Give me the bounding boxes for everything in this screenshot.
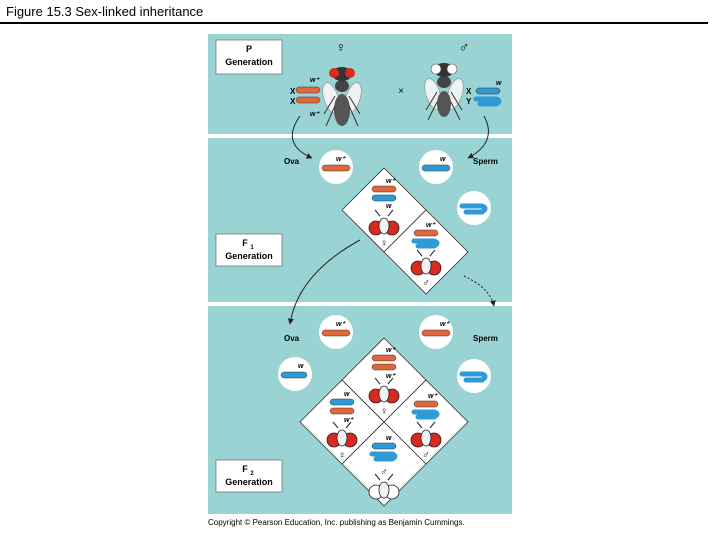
f1-female-symbol: ♀ [380, 238, 388, 249]
f1-generation-label: F 1 Generation [215, 233, 283, 267]
f2-top-allele-1: w⁺ [386, 347, 396, 354]
f2-sperm-label: Sperm [473, 334, 498, 343]
p-to-sperm-arrow [467, 115, 489, 159]
p-male-fly-icon [424, 63, 464, 121]
female-symbol: ♀ [336, 39, 347, 55]
f1-sperm-allele: w [440, 156, 446, 163]
copyright-notice: Copyright © Pearson Education, Inc. publ… [208, 518, 465, 527]
f1-sperm-label: Sperm [473, 157, 498, 166]
f1-to-sperm-arrow [463, 275, 496, 307]
f1-ova-gamete: w⁺ [319, 150, 353, 184]
p-female-fly-icon [322, 67, 362, 127]
f2-ova-allele-top: w⁺ [336, 321, 346, 328]
f1-ova-allele: w⁺ [336, 156, 346, 163]
f1-to-ova-arrow [287, 239, 361, 325]
f1-female-allele-top: w⁺ [386, 178, 396, 185]
f1-punnett-male-cell [383, 209, 469, 295]
f2-left-symbol: ♀ [338, 450, 346, 461]
f2-sperm-gamete-y [457, 359, 491, 393]
male-y-chromosome [473, 96, 502, 107]
f2-ova-label: Ova [284, 334, 300, 343]
f1-ova-label: Ova [284, 157, 300, 166]
f2-label-letter: F [242, 464, 248, 474]
f2-top-symbol: ♀ [380, 406, 388, 417]
p-label-letter: P [246, 44, 252, 54]
p-to-ova-arrow [291, 115, 313, 159]
f2-left-allele-2: w⁺ [344, 417, 354, 424]
f2-ova-gamete-wild: w⁺ [319, 315, 353, 349]
male-x-chromosome [475, 87, 501, 95]
female-x-chromosome-1 [295, 86, 321, 94]
f2-bottom-allele: w [386, 435, 392, 442]
f2-sperm-gamete-x: w⁺ [419, 315, 453, 349]
title-divider [0, 22, 708, 24]
female-x-chromosome-2 [295, 96, 321, 104]
f2-sperm-allele-top: w⁺ [440, 321, 450, 328]
f2-ova-allele-side: w [298, 363, 304, 370]
f2-right-symbol: ♂ [422, 450, 430, 461]
male-allele: w [496, 80, 502, 87]
f2-label-subscript: 2 [250, 471, 254, 477]
f1-sperm-gamete-y [457, 191, 491, 225]
f2-top-allele-2: w⁺ [386, 373, 396, 380]
f2-generation-label: F 2 Generation [215, 459, 283, 493]
f2-label-word: Generation [225, 477, 273, 487]
male-chrom-label-y: Y [466, 97, 472, 106]
f2-right-allele: w⁺ [428, 393, 438, 400]
f2-punnett-bottom-cell [341, 421, 427, 507]
female-allele-top: w⁺ [310, 77, 320, 84]
f1-female-allele-bottom: w [386, 203, 392, 210]
male-chrom-label-x: X [466, 87, 472, 96]
female-allele-bottom: w⁺ [310, 111, 320, 118]
f1-male-symbol: ♂ [422, 278, 430, 289]
p-label-word: Generation [225, 57, 273, 67]
f1-label-letter: F [242, 238, 248, 248]
slide-title: Figure 15.3 Sex-linked inheritance [6, 4, 204, 19]
f1-male-allele: w⁺ [426, 222, 436, 229]
female-chrom-label-2: X [290, 97, 296, 106]
sex-linked-inheritance-figure: P Generation ♀ ♂ × X X w⁺ w⁺ X Y w [208, 34, 512, 514]
f2-left-allele-1: w [344, 391, 350, 398]
f1-label-subscript: 1 [250, 245, 254, 251]
p-generation-label: P Generation [215, 39, 283, 75]
f2-bottom-symbol: ♂ [380, 467, 388, 478]
male-symbol: ♂ [459, 39, 470, 55]
cross-symbol: × [398, 86, 404, 97]
f1-sperm-gamete-x: w [419, 150, 453, 184]
female-chrom-label-1: X [290, 87, 296, 96]
f2-ova-gamete-white: w [278, 357, 312, 391]
f1-label-word: Generation [225, 251, 273, 261]
